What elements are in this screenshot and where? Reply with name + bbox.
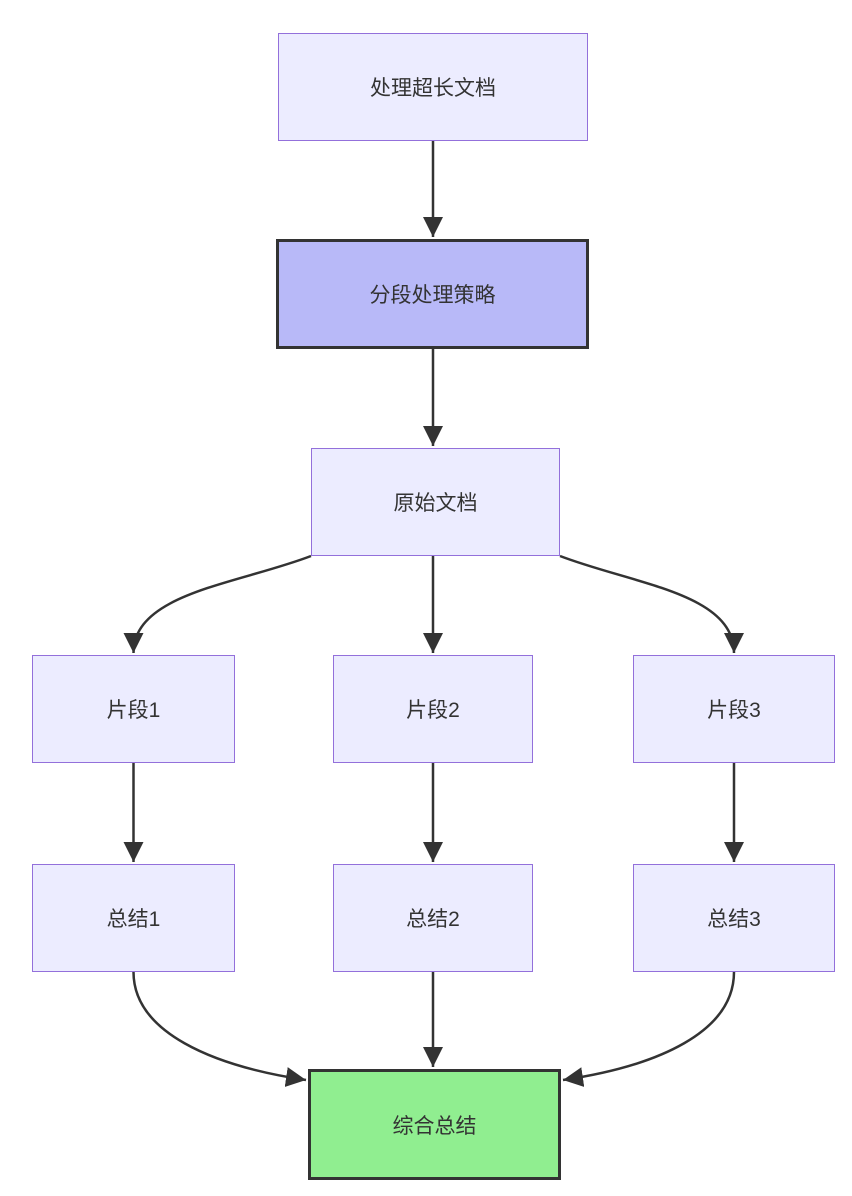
node-summary-1: 总结1 xyxy=(32,864,235,972)
node-process-long-document-label: 处理超长文档 xyxy=(370,77,496,100)
node-original-document-label: 原始文档 xyxy=(393,492,478,515)
node-summary-2: 总结2 xyxy=(333,864,533,972)
edge-original-to-fragment-1 xyxy=(123,554,312,654)
node-segmentation-strategy-label: 分段处理策略 xyxy=(369,284,496,307)
node-process-long-document: 处理超长文档 xyxy=(278,33,588,141)
node-fragment-1: 片段1 xyxy=(32,655,235,763)
node-final-summary: 综合总结 xyxy=(308,1069,561,1180)
node-fragment-2-label: 片段2 xyxy=(406,699,460,722)
edge-summary-3-to-final xyxy=(562,971,736,1087)
node-summary-2-label: 总结2 xyxy=(406,908,460,931)
node-summary-3: 总结3 xyxy=(633,864,835,972)
node-fragment-2: 片段2 xyxy=(333,655,533,763)
node-fragment-3: 片段3 xyxy=(633,655,835,763)
node-fragment-3-label: 片段3 xyxy=(707,699,761,722)
edge-summary-1-to-final xyxy=(132,971,307,1087)
edge-original-to-fragment-3 xyxy=(559,554,744,654)
node-summary-3-label: 总结3 xyxy=(707,908,761,931)
node-final-summary-label: 综合总结 xyxy=(392,1114,477,1138)
node-segmentation-strategy: 分段处理策略 xyxy=(276,239,589,349)
node-summary-1-label: 总结1 xyxy=(106,908,161,931)
node-fragment-1-label: 片段1 xyxy=(106,699,161,722)
node-original-document: 原始文档 xyxy=(311,448,560,556)
